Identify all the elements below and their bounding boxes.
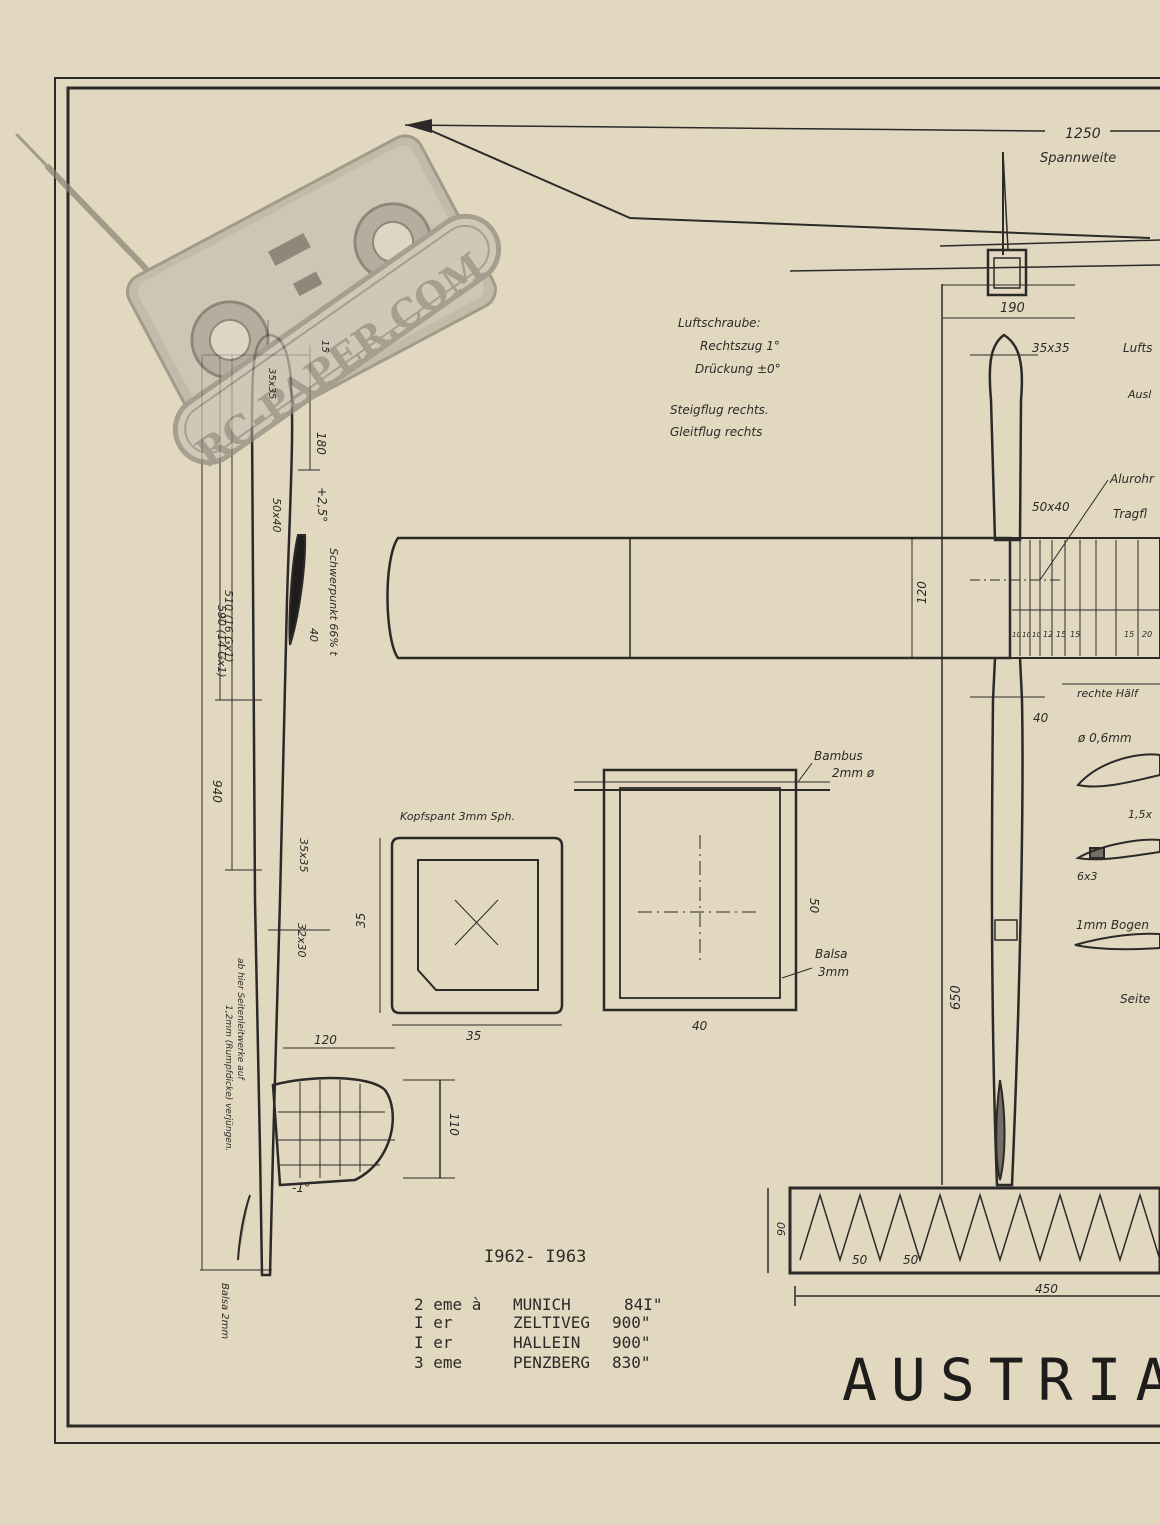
stab-span: 450 — [1035, 1282, 1058, 1296]
svg-text:12: 12 — [1043, 630, 1053, 639]
svg-text:I er: I er — [414, 1333, 453, 1352]
record-row: I er ZELTIVEG 900" — [414, 1313, 651, 1332]
width-190: 190 — [1000, 301, 1025, 316]
svg-text:HALLEIN: HALLEIN — [513, 1333, 580, 1352]
svg-text:20: 20 — [1142, 630, 1152, 639]
competition-record: I962- I963 2 eme à MUNICH 84I" I er ZELT… — [414, 1247, 663, 1372]
bamboo-size: 2mm ø — [832, 766, 875, 780]
cross-section — [574, 762, 830, 1012]
record-row: 2 eme à MUNICH 84I" — [414, 1295, 663, 1314]
right-label-lufts: Lufts — [1123, 341, 1152, 355]
plan-title: AUSTRIA — [842, 1346, 1160, 1414]
head-former-title: Kopfspant 3mm Sph. — [400, 810, 515, 823]
right-label-alurohr: Alurohr — [1109, 472, 1155, 486]
glide-note: Gleitflug rechts — [670, 425, 762, 439]
section-width: 40 — [692, 1019, 708, 1033]
svg-text:900": 900" — [612, 1313, 651, 1332]
svg-text:84I": 84I" — [624, 1295, 663, 1314]
section-32x30: 32x30 — [295, 923, 308, 958]
head-former-side: 35 — [354, 913, 368, 928]
svg-text:900": 900" — [612, 1333, 651, 1352]
right-label-6x3: 6x3 — [1077, 870, 1098, 883]
balsa-label: Balsa — [815, 947, 848, 961]
rib-sections — [1062, 683, 1160, 951]
rudder-note-2: 1,2mm (Rumpfdicke) verjüngen. — [223, 1005, 233, 1151]
tail-incidence: -1° — [292, 1181, 310, 1195]
section-50x40-side: 50x40 — [270, 498, 283, 533]
right-label-wire: ø 0,6mm — [1077, 731, 1132, 745]
dim-180: 180 — [314, 432, 328, 455]
svg-text:10: 10 — [1012, 631, 1021, 639]
balsa-size: 3mm — [818, 965, 849, 979]
right-label-tragfl: Tragfl — [1113, 507, 1147, 521]
stab-dim-b: 50 — [903, 1253, 919, 1267]
fin-width: 120 — [314, 1033, 337, 1047]
right-label-haelfte: rechte Hälf — [1077, 687, 1140, 700]
dim-940: 940 — [210, 780, 224, 803]
svg-text:PENZBERG: PENZBERG — [513, 1353, 590, 1372]
bamboo-label: Bambus — [814, 749, 863, 763]
svg-text:MUNICH: MUNICH — [513, 1295, 571, 1314]
watermark-transmitter: RC-PAPER.COM — [15, 133, 502, 475]
balsa-note: Balsa 2mm — [219, 1283, 230, 1339]
svg-text:15: 15 — [1070, 630, 1080, 639]
record-row: I er HALLEIN 900" — [414, 1333, 651, 1352]
propeller-title: Luftschraube: — [678, 316, 761, 330]
svg-text:3 eme: 3 eme — [414, 1353, 462, 1372]
svg-text:I er: I er — [414, 1313, 453, 1332]
dim-510: 510 (16 Gx1) — [222, 590, 235, 663]
right-label-ausl: Ausl — [1127, 388, 1151, 401]
section-35x35-top: 35x35 — [266, 368, 277, 399]
length-650: 650 — [949, 985, 964, 1010]
svg-text:10: 10 — [1032, 631, 1041, 639]
dim-40-side: 40 — [307, 628, 320, 642]
svg-text:2 eme à: 2 eme à — [414, 1295, 481, 1314]
section-height: 50 — [807, 898, 821, 914]
head-former — [379, 836, 564, 1026]
svg-text:830": 830" — [612, 1353, 651, 1372]
cg-label: Schwerpunkt 66% t — [327, 548, 340, 656]
record-years: I962- I963 — [484, 1247, 586, 1267]
dim-590: 590 (14 Gx1) — [215, 605, 228, 678]
rib-numbers: 10 10 10 12 15 15 15 20 — [1012, 630, 1152, 639]
down-thrust: Drückung ±0° — [695, 362, 781, 376]
svg-text:10: 10 — [1022, 631, 1031, 639]
span-label: Spannweite — [1040, 151, 1116, 166]
top-view — [386, 119, 1160, 1306]
svg-text:15: 15 — [1124, 630, 1134, 639]
svg-text:ZELTIVEG: ZELTIVEG — [513, 1313, 590, 1332]
frame-border — [54, 77, 1160, 1444]
right-label-seite: Seite — [1120, 992, 1150, 1006]
right-label-1-5: 1,5x — [1128, 808, 1152, 821]
section-50x40-top: 50x40 — [1032, 500, 1070, 514]
fin-height: 110 — [447, 1113, 461, 1136]
nose-section: 35x35 — [1032, 341, 1070, 355]
climb-note: Steigflug rechts. — [670, 403, 769, 417]
rudder-note-1: ab hier Seitenleitwerke auf — [235, 958, 245, 1081]
right-label-bogen: 1mm Bogen — [1076, 918, 1149, 932]
stab-height: 90 — [775, 1222, 788, 1236]
record-row: 3 eme PENZBERG 830" — [414, 1353, 651, 1372]
section-35x35: 35x35 — [297, 838, 310, 873]
dim-40-top: 40 — [1033, 711, 1049, 725]
svg-text:15: 15 — [1056, 630, 1066, 639]
span-value: 1250 — [1065, 126, 1101, 142]
chord-120: 120 — [915, 581, 929, 604]
incidence: +2,5° — [315, 487, 329, 522]
dim-15: 15 — [319, 340, 330, 353]
stab-dim-a: 50 — [852, 1253, 868, 1267]
right-thrust: Rechtszug 1° — [700, 339, 780, 353]
head-former-bottom: 35 — [466, 1029, 481, 1043]
